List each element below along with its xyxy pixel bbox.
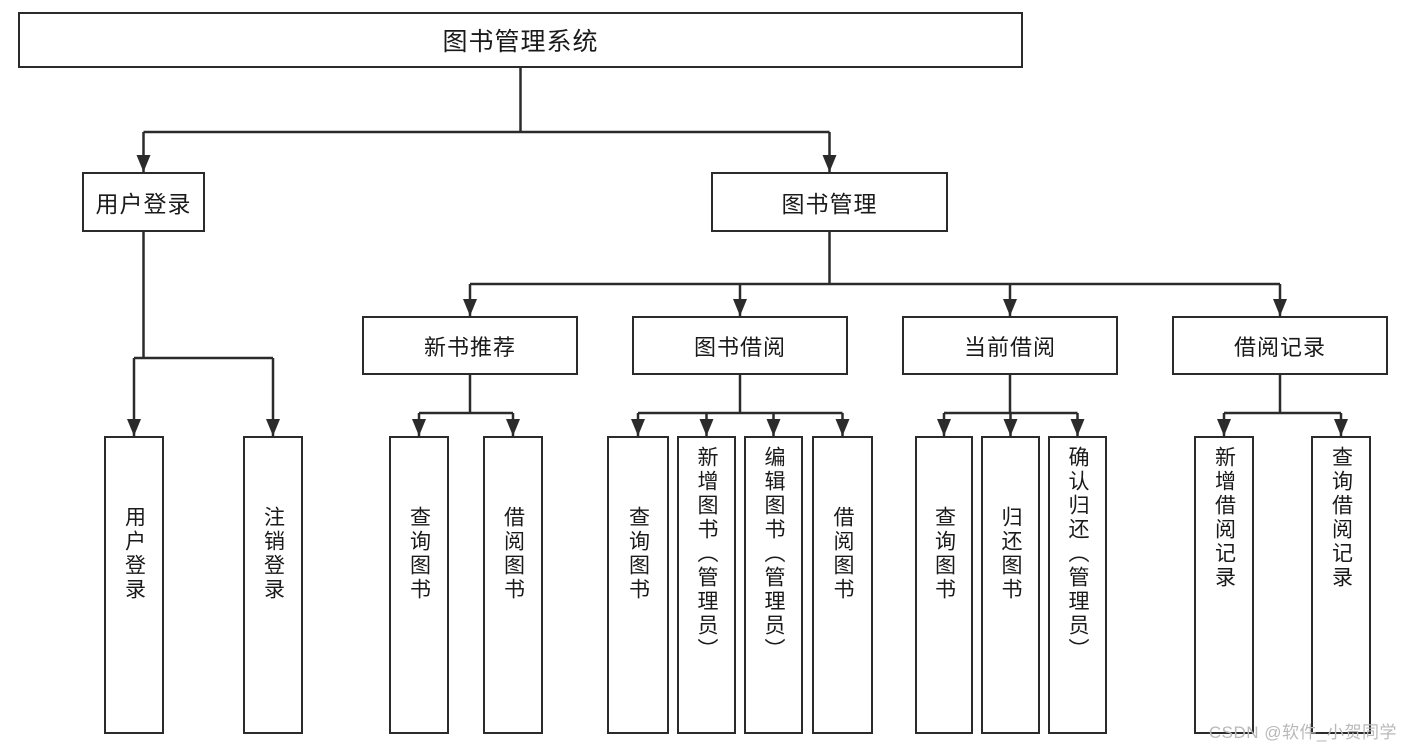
arrowhead <box>136 155 151 172</box>
arrowhead <box>1003 299 1017 316</box>
node-leaf-borrow-3[interactable]: 编辑图书（管理员） <box>744 436 803 734</box>
node-leaf-cur-1[interactable]: 查询图书 <box>915 436 973 734</box>
node-record[interactable]: 借阅记录 <box>1172 316 1388 375</box>
node-label: 借阅图书 <box>831 506 854 602</box>
arrowhead <box>463 299 477 316</box>
node-label: 查询图书 <box>626 506 650 602</box>
node-label: 编辑图书（管理员） <box>762 446 785 662</box>
arrowhead <box>1334 419 1348 436</box>
node-label: 确认归还（管理员） <box>1066 446 1089 662</box>
node-leaf-borrow-4[interactable]: 借阅图书 <box>812 436 873 734</box>
node-label: 图书管理系统 <box>442 28 599 56</box>
arrowhead <box>1273 299 1287 316</box>
node-label: 借阅记录 <box>1233 334 1326 360</box>
node-leaf-new-1[interactable]: 查询图书 <box>389 436 449 734</box>
node-label: 图书管理 <box>781 191 878 217</box>
node-label: 注销登录 <box>261 506 285 602</box>
arrowhead <box>127 419 141 436</box>
node-label: 用户登录 <box>122 506 146 602</box>
node-newbook[interactable]: 新书推荐 <box>362 316 578 375</box>
node-leaf-login-2[interactable]: 注销登录 <box>243 436 303 734</box>
node-leaf-borrow-2[interactable]: 新增图书（管理员） <box>677 436 736 734</box>
watermark: CSDN @软件_小贺同学 <box>1208 723 1397 742</box>
arrowhead <box>835 419 850 436</box>
arrowhead <box>733 299 747 316</box>
node-label: 图书借阅 <box>693 334 786 360</box>
node-leaf-cur-2[interactable]: 归还图书 <box>981 436 1040 734</box>
node-label: 用户登录 <box>95 191 192 217</box>
node-bookmgmt[interactable]: 图书管理 <box>711 172 948 232</box>
arrowhead <box>699 419 714 436</box>
arrowhead <box>266 419 280 436</box>
node-leaf-cur-3[interactable]: 确认归还（管理员） <box>1048 436 1107 734</box>
arrowhead <box>937 419 951 436</box>
arrowhead <box>1070 419 1085 436</box>
node-leaf-borrow-1[interactable]: 查询图书 <box>607 436 669 734</box>
node-label: 新增图书（管理员） <box>695 446 718 662</box>
node-leaf-login-1[interactable]: 用户登录 <box>104 436 164 734</box>
arrowhead <box>1217 419 1231 436</box>
node-label: 新增借阅记录 <box>1212 446 1236 590</box>
node-current[interactable]: 当前借阅 <box>902 316 1118 375</box>
arrowhead <box>412 419 426 436</box>
arrowhead <box>766 419 781 436</box>
node-root[interactable]: 图书管理系统 <box>18 12 1023 68</box>
node-label: 查询图书 <box>932 506 956 602</box>
node-leaf-rec-1[interactable]: 新增借阅记录 <box>1194 436 1254 734</box>
node-label: 当前借阅 <box>963 334 1056 360</box>
node-label: 借阅图书 <box>501 506 525 602</box>
node-leaf-rec-2[interactable]: 查询借阅记录 <box>1311 436 1371 734</box>
node-label: 新书推荐 <box>423 334 516 360</box>
arrowhead <box>822 155 837 172</box>
node-label: 查询图书 <box>407 506 431 602</box>
arrowhead <box>1003 419 1018 436</box>
node-label: 归还图书 <box>999 506 1022 602</box>
arrowhead <box>631 419 645 436</box>
node-leaf-new-2[interactable]: 借阅图书 <box>483 436 543 734</box>
node-login[interactable]: 用户登录 <box>82 172 205 232</box>
node-label: 查询借阅记录 <box>1329 446 1353 590</box>
arrowhead <box>506 419 520 436</box>
node-borrow[interactable]: 图书借阅 <box>632 316 848 375</box>
